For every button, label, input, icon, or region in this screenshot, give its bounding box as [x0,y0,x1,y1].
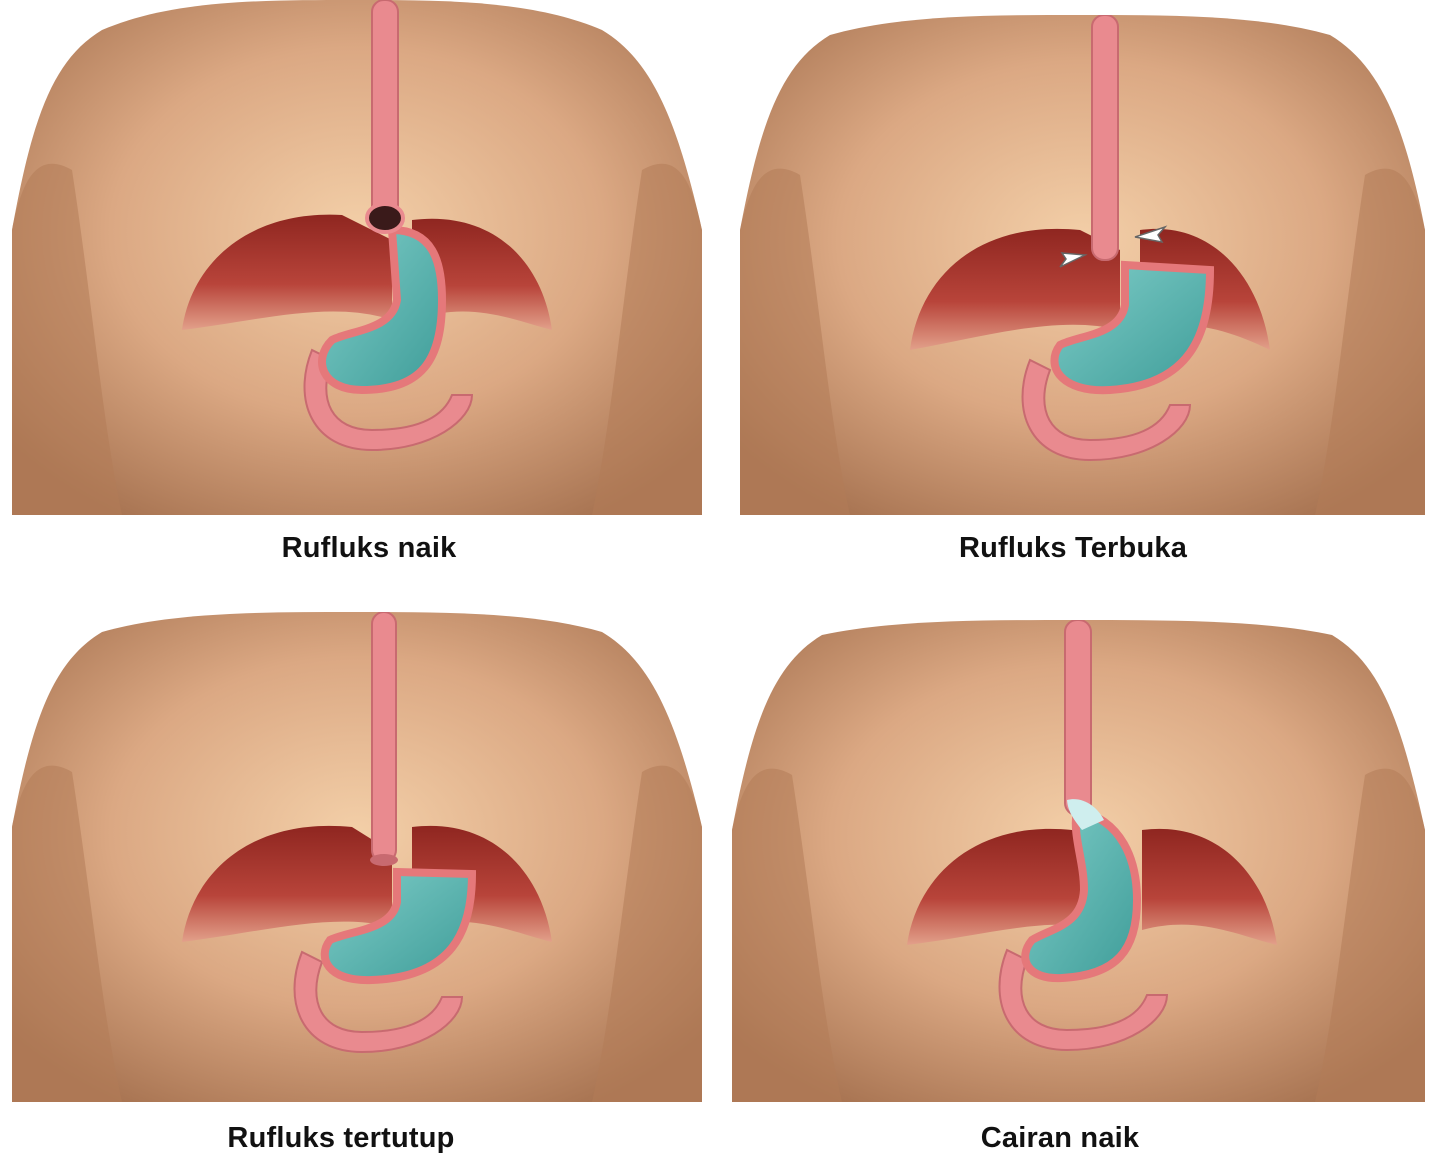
stomach [320,867,477,985]
arrow-left-icon [1059,252,1088,268]
esophagus [1091,15,1119,261]
left-arm-shadow [12,163,122,515]
left-arm-shadow [740,168,850,515]
torso-illustration [12,612,702,1102]
panel-reflux-open [740,15,1425,515]
torso-illustration [740,15,1425,515]
duodenum [293,950,464,1054]
right-arm-shadow [1315,768,1425,1102]
torso-illustration [732,620,1425,1102]
diaphragm-right [412,218,552,330]
caption-reflux-open: Rufluks Terbuka [958,532,1188,564]
stomach [318,225,447,395]
right-arm-shadow [1315,168,1425,515]
stomach [1050,260,1215,395]
diaphragm-left [182,214,392,330]
esophagus [371,0,399,231]
duodenum [303,348,474,452]
duodenum [998,948,1169,1052]
left-arm-shadow [732,768,842,1102]
sphincter-open [365,202,405,234]
caption-fluid-rising: Cairan naik [980,1122,1140,1154]
fluid-in-esophagus [1067,799,1104,830]
panel-fluid-rising [732,620,1425,1102]
caption-reflux-closed: Rufluks tertutup [227,1122,455,1154]
panel-reflux-closed [12,612,702,1102]
esophagus [1064,620,1092,816]
right-arm-shadow [592,163,702,515]
left-arm-shadow [12,765,122,1102]
panel-reflux-rising [12,0,702,515]
stomach [1021,805,1142,983]
diaphragm-right [1142,828,1277,945]
arrow-right-icon [1134,225,1168,244]
sphincter-closed [370,854,398,866]
diaphragm-left [907,828,1102,945]
caption-reflux-rising: Rufluks naik [281,532,457,564]
right-arm-shadow [592,765,702,1102]
diaphragm-left [182,825,392,942]
torso-illustration [12,0,702,515]
esophagus [371,612,397,863]
duodenum [1021,358,1192,462]
